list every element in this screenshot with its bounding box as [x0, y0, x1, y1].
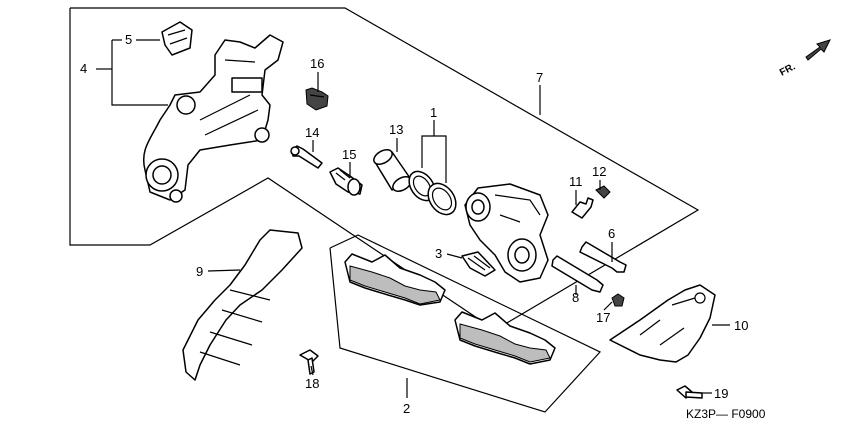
callout-16: 16	[310, 56, 324, 71]
front-direction-arrow-icon: FR.	[778, 39, 831, 79]
pad-clip-part-5	[161, 21, 193, 56]
callout-18: 18	[305, 376, 319, 391]
bleeder-cap-part-12	[595, 185, 611, 199]
callout-12: 12	[592, 164, 606, 179]
callout-7: 7	[536, 70, 543, 85]
leader-lines	[96, 39, 730, 398]
pin-part-14	[290, 145, 323, 169]
pad-group-frame-2	[329, 234, 601, 413]
callout-19: 19	[714, 386, 728, 401]
brake-pad-set-part-2	[344, 253, 556, 365]
callout-14: 14	[305, 125, 319, 140]
callout-1: 1	[430, 105, 437, 120]
diagram-code: KZ3P— F0900	[686, 407, 766, 421]
callout-5: 5	[125, 32, 132, 47]
disc-cover-part-9	[182, 229, 303, 381]
caliper-pin-part-8	[551, 255, 604, 293]
boot-part-16	[305, 87, 329, 111]
callout-15: 15	[342, 147, 356, 162]
front-direction-label: FR.	[778, 61, 798, 78]
callout-6: 6	[608, 226, 615, 241]
pad-pin-part-6	[579, 241, 627, 273]
pin-plug-part-17	[611, 293, 625, 307]
bolt-part-15	[329, 167, 363, 196]
assembly-frame-7	[69, 7, 700, 331]
callout-2: 2	[403, 401, 410, 416]
caliper-body-part-7	[464, 183, 549, 283]
callout-4: 4	[80, 61, 87, 76]
bolt-part-19	[676, 385, 703, 399]
bolt-part-18	[299, 349, 319, 375]
caliper-bracket-part-4	[143, 34, 284, 203]
bleed-valve-part-11	[571, 197, 594, 219]
callout-9: 9	[196, 264, 203, 279]
piston-seal-set-part-1	[408, 170, 457, 216]
callout-8: 8	[572, 290, 579, 305]
callout-10: 10	[734, 318, 748, 333]
callout-3: 3	[435, 246, 442, 261]
caliper-guard-part-10	[609, 284, 716, 363]
callout-13: 13	[389, 122, 403, 137]
pad-spring-part-3	[461, 251, 496, 277]
callout-17: 17	[596, 310, 610, 325]
callout-11: 11	[569, 174, 583, 189]
piston-part-13	[373, 149, 412, 192]
